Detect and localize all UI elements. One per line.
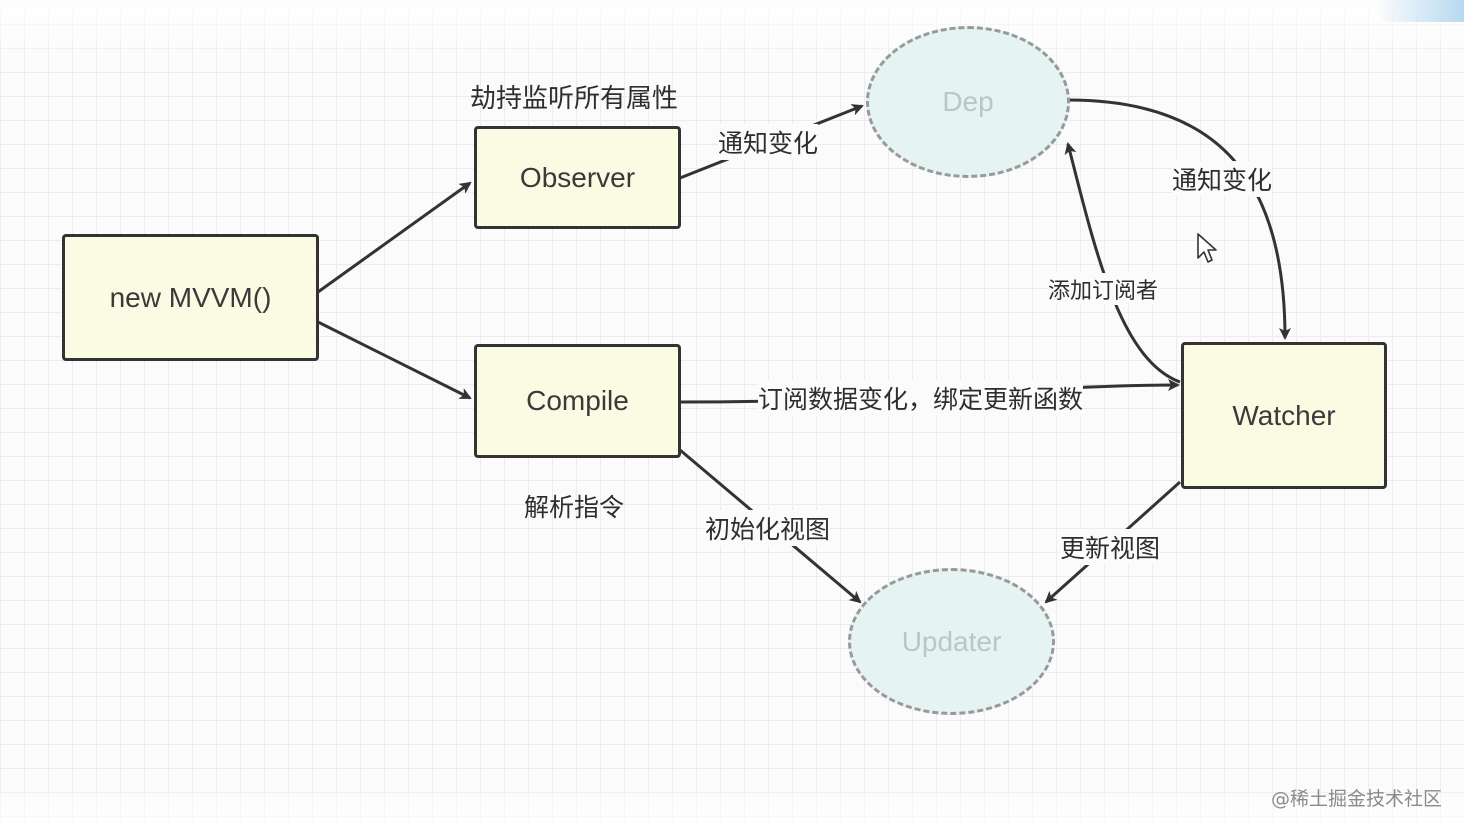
- node-watcher: Watcher: [1181, 342, 1387, 489]
- observer-note: 劫持监听所有属性: [470, 84, 679, 114]
- node-dep: Dep: [866, 26, 1070, 178]
- compile-note: 解析指令: [524, 493, 625, 522]
- label-watcher-to-updater: 更新视图: [1060, 529, 1161, 565]
- label-compile-to-updater: 初始化视图: [705, 510, 831, 546]
- node-updater-label: Updater: [901, 625, 1002, 657]
- node-watcher-label: Watcher: [1232, 399, 1336, 431]
- label-watcher-to-dep: 添加订阅者: [1048, 273, 1159, 305]
- arrow-mvvm-to-compile: [317, 320, 472, 400]
- arrow-watcher-to-dep: [1064, 142, 1181, 384]
- mouse-cursor-icon: [1197, 233, 1217, 263]
- node-new-mvvm: new MVVM(): [62, 234, 319, 361]
- node-updater: Updater: [848, 568, 1055, 715]
- corner-flare: [1374, 0, 1464, 22]
- node-compile: Compile: [474, 344, 681, 458]
- node-dep-label: Dep: [942, 86, 994, 117]
- node-new-mvvm-label: new MVVM(): [109, 281, 272, 313]
- watermark: @稀土掘金技术社区: [1270, 788, 1442, 810]
- label-dep-to-watcher: 通知变化: [1172, 161, 1273, 197]
- arrow-mvvm-to-observer: [317, 181, 472, 294]
- label-compile-to-watcher: 订阅数据变化，绑定更新函数: [758, 380, 1084, 416]
- arrow-dep-to-watcher: [1067, 98, 1291, 340]
- node-observer: Observer: [474, 126, 681, 229]
- node-observer-label: Observer: [519, 161, 636, 193]
- label-observer-to-dep: 通知变化: [718, 124, 819, 160]
- node-compile-label: Compile: [526, 385, 629, 416]
